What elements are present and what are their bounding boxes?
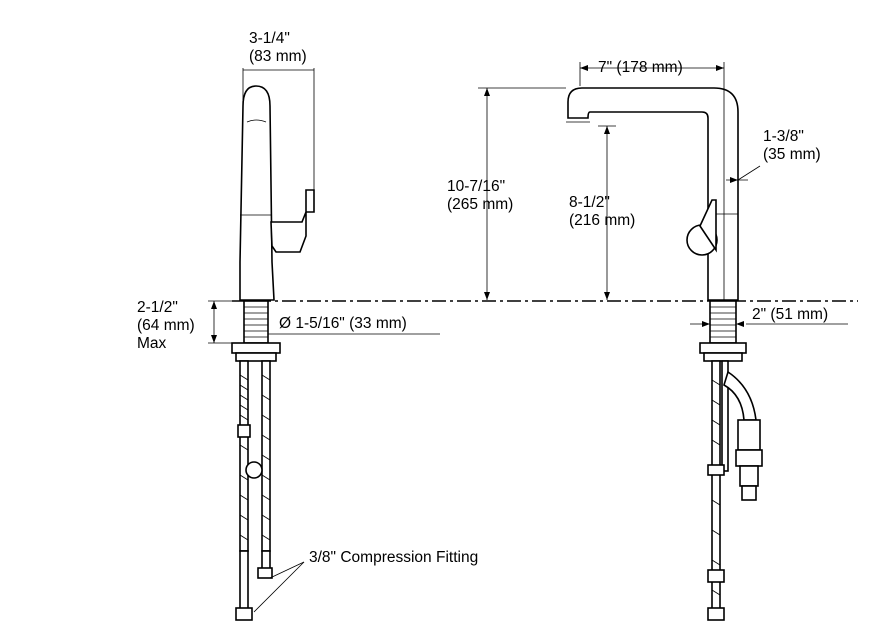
left-faucet-shank bbox=[243, 300, 269, 344]
dim-deck-thickness-mm: (64 mm) bbox=[137, 317, 195, 334]
right-faucet-spout bbox=[567, 87, 739, 301]
right-faucet-supply-assembly bbox=[707, 360, 763, 621]
dim-total-height-in: 10-7/16" bbox=[447, 178, 505, 195]
dim-reach bbox=[579, 62, 725, 300]
dim-spout-width-mm: (83 mm) bbox=[249, 48, 307, 65]
right-faucet-mounting-nut bbox=[699, 342, 747, 354]
dim-total-height-mm: (265 mm) bbox=[447, 196, 513, 213]
left-faucet-side-view bbox=[231, 85, 315, 621]
dim-base-diameter-in: 1-3/8" bbox=[763, 128, 804, 145]
dim-base-diameter bbox=[726, 165, 761, 183]
fitting-callout-label: 3/8" Compression Fitting bbox=[309, 549, 478, 566]
dim-deck-thickness-in: 2-1/2" bbox=[137, 299, 178, 316]
dim-spout-width-in: 3-1/4" bbox=[249, 30, 290, 47]
left-faucet-hose-weight bbox=[245, 461, 263, 479]
dim-shank-label: 2" (51 mm) bbox=[752, 306, 828, 323]
left-faucet-supply-hoses bbox=[235, 360, 273, 621]
dim-deck-thickness bbox=[208, 300, 240, 344]
dim-spout-width bbox=[242, 68, 315, 190]
fitting-callout-leaders bbox=[253, 561, 305, 613]
dim-total-height bbox=[478, 87, 566, 300]
dim-spout-height-in: 8-1/2" bbox=[569, 194, 610, 211]
dim-spout-height bbox=[598, 125, 616, 300]
dim-base-diameter-mm: (35 mm) bbox=[763, 146, 821, 163]
dim-reach-label: 7" (178 mm) bbox=[598, 59, 683, 76]
left-faucet-spout-body bbox=[239, 85, 275, 301]
dim-shank bbox=[690, 321, 848, 327]
right-faucet-front-view bbox=[566, 87, 763, 621]
left-faucet-mounting-nut bbox=[231, 342, 281, 354]
dim-hole-diameter-label: Ø 1-5/16" (33 mm) bbox=[279, 315, 407, 332]
dim-spout-height-mm: (216 mm) bbox=[569, 212, 635, 229]
right-faucet-shank bbox=[709, 300, 737, 344]
left-faucet-handle bbox=[270, 189, 315, 253]
dim-deck-thickness-max: Max bbox=[137, 335, 167, 352]
